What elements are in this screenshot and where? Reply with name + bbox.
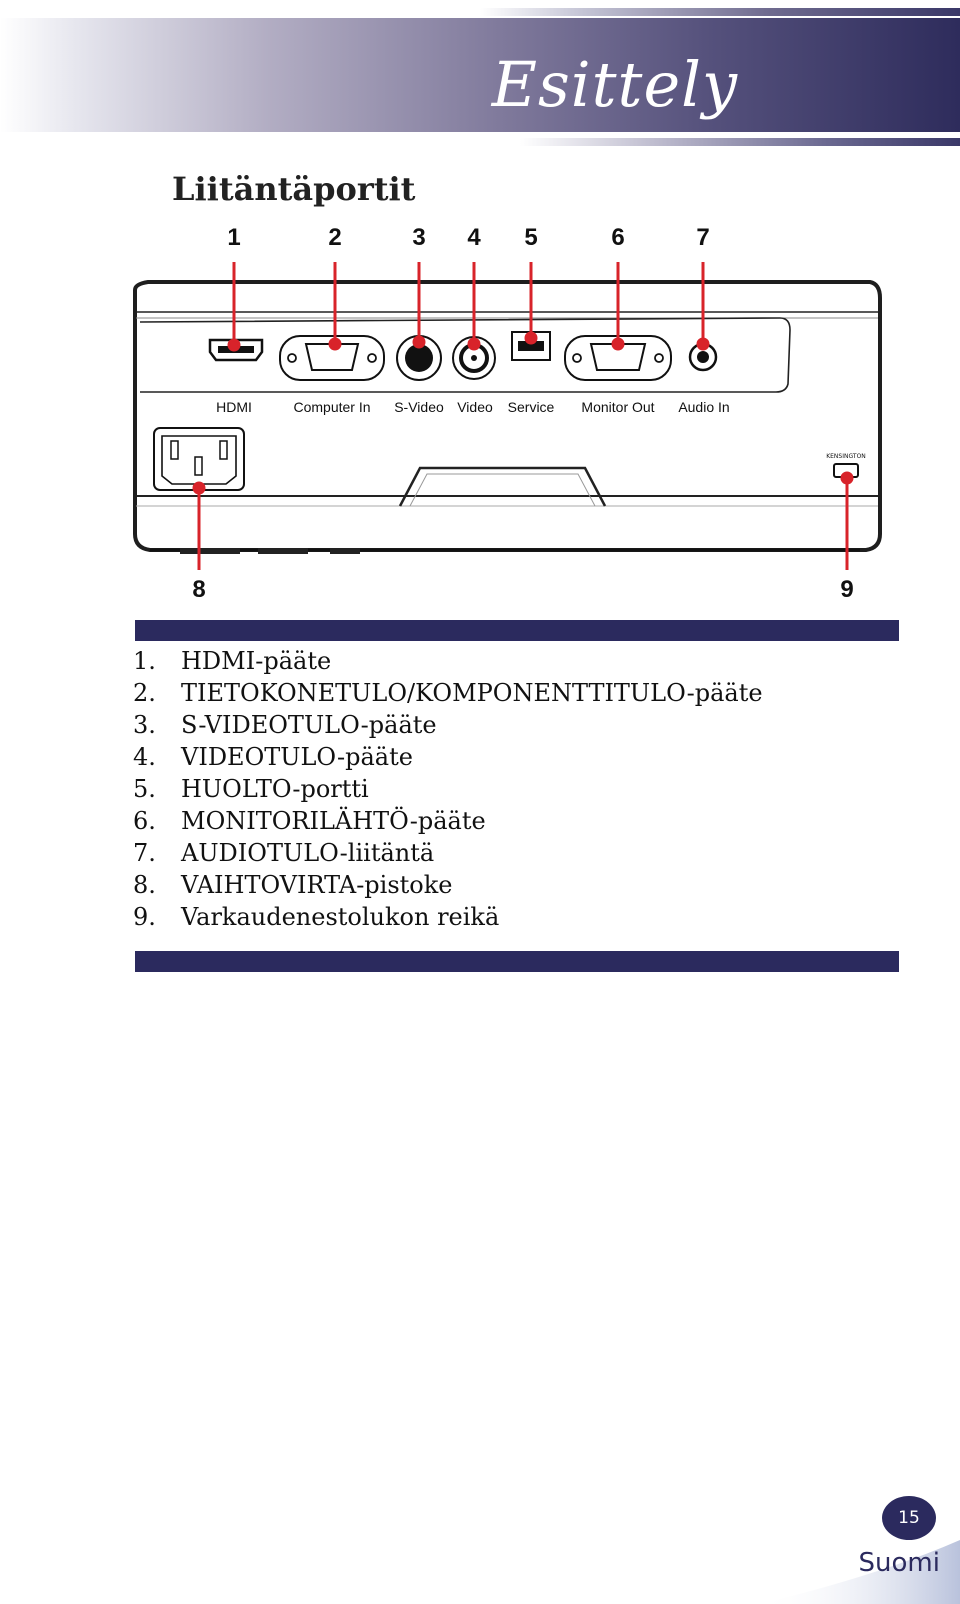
callout-number: 7	[696, 224, 709, 251]
port-label: S-Video	[394, 399, 444, 415]
port-label: Video	[457, 399, 493, 415]
callout-dot	[467, 337, 481, 351]
callout-number: 3	[412, 224, 425, 251]
list-item: 6.MONITORILÄHTÖ-pääte	[133, 807, 486, 835]
header-sub-rule	[520, 138, 960, 146]
callout-number: 6	[611, 224, 624, 251]
chapter-title: Esittely	[491, 48, 738, 121]
callout-dot	[227, 338, 241, 352]
list-item: 2.TIETOKONETULO/KOMPONENTTITULO-pääte	[133, 679, 763, 707]
ac-power-socket-icon	[153, 427, 245, 491]
port-label: Service	[508, 399, 555, 415]
callout-number: 9	[840, 576, 853, 603]
projector-rear-panel	[133, 280, 882, 554]
connection-ports-diagram: KENSINGTON HDMI Computer In S-Video Vide…	[133, 224, 882, 603]
language-label: Suomi	[858, 1548, 940, 1578]
port-label: Audio In	[678, 399, 729, 415]
video-port-icon	[452, 336, 496, 380]
list-item: 1.HDMI-pääte	[133, 647, 332, 675]
lock-label: KENSINGTON	[826, 453, 866, 460]
callout-number: 5	[524, 224, 537, 251]
callout-number: 2	[328, 224, 341, 251]
list-item: 5.HUOLTO-portti	[133, 775, 369, 803]
list-item: 3.S-VIDEOTULO-pääte	[133, 711, 437, 739]
header-top-rule	[0, 8, 960, 16]
port-label: Monitor Out	[581, 399, 654, 415]
callout-dot	[611, 337, 625, 351]
monitor-out-port-icon	[564, 335, 672, 381]
list-item: 4.VIDEOTULO-pääte	[133, 743, 413, 771]
callout-number: 4	[467, 224, 481, 251]
callout-dot	[696, 337, 710, 351]
section-heading: Liitäntäportit	[172, 170, 416, 208]
port-legend-list: 1.HDMI-pääte 2.TIETOKONETULO/KOMPONENTTI…	[133, 645, 763, 933]
audio-in-port-icon	[688, 342, 718, 372]
port-label: HDMI	[216, 399, 252, 415]
legend-top-bar	[135, 620, 899, 641]
callout-dot	[524, 331, 538, 345]
callout-dot	[412, 335, 426, 349]
port-label: Computer In	[293, 399, 370, 415]
list-item: 8.VAIHTOVIRTA-pistoke	[133, 871, 453, 899]
header-banner: Esittely	[0, 18, 960, 132]
legend-bottom-bar	[135, 951, 899, 972]
callout-dot	[192, 481, 206, 495]
callout-dot	[328, 337, 342, 351]
callout-dot	[840, 471, 854, 485]
callout-number: 1	[227, 224, 240, 251]
list-item: 7.AUDIOTULO-liitäntä	[133, 839, 435, 867]
s-video-port-icon	[396, 335, 442, 381]
callout-number: 8	[192, 576, 205, 603]
page-number-badge: 15	[882, 1496, 936, 1540]
list-item: 9.Varkaudenestolukon reikä	[133, 903, 500, 931]
